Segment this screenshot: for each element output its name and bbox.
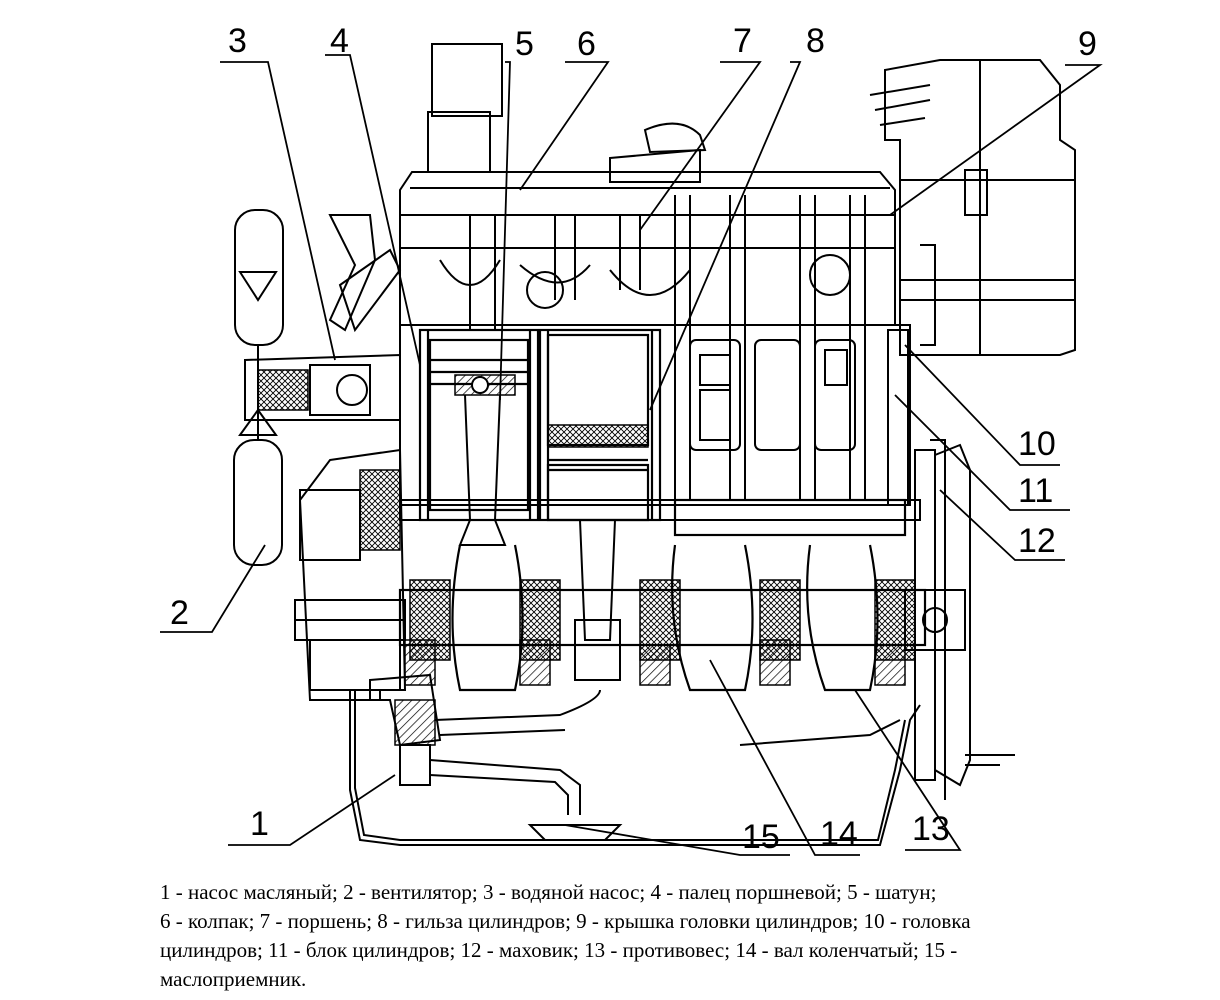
oil-sump [349, 689, 921, 846]
label-9: 9 [1078, 25, 1097, 63]
label-1: 1 [250, 805, 269, 843]
leader-lines [160, 54, 1103, 856]
label-14: 14 [820, 815, 858, 853]
caption-line-2: 6 - колпак; 7 - поршень; 8 - гильза цили… [160, 909, 971, 933]
callout-numbers: 3 4 5 6 7 8 9 10 11 12 2 1 13 14 15 [170, 22, 1097, 856]
fan [233, 209, 284, 566]
label-12: 12 [1018, 522, 1056, 560]
engine-diagram: 3 4 5 6 7 8 9 10 11 12 2 1 13 14 15 [160, 22, 1103, 856]
cylinder-head-cover [399, 43, 896, 216]
crankshaft [398, 498, 927, 692]
flywheel [904, 439, 1015, 800]
oil-pickup [429, 759, 623, 841]
label-11: 11 [1018, 472, 1053, 510]
label-4: 4 [330, 22, 349, 60]
caption-line-4: маслоприемник. [160, 967, 307, 991]
label-2: 2 [170, 594, 189, 632]
cylinder-head [399, 214, 896, 330]
air-cleaner [869, 59, 1076, 356]
front-cover [294, 448, 407, 701]
label-8: 8 [806, 22, 825, 60]
label-15: 15 [742, 818, 780, 856]
label-5: 5 [515, 25, 534, 63]
label-13: 13 [912, 810, 950, 848]
label-6: 6 [577, 25, 596, 63]
piston [428, 333, 650, 522]
label-3: 3 [228, 22, 247, 60]
push-rods [674, 195, 866, 500]
connecting-rod [458, 394, 621, 681]
label-7: 7 [733, 22, 752, 60]
caption-line-1: 1 - насос масляный; 2 - вентилятор; 3 - … [160, 880, 937, 904]
figure-caption: 1 - насос масляный; 2 - вентилятор; 3 - … [160, 878, 1170, 994]
piston-pin [454, 374, 516, 396]
water-pump [244, 214, 402, 421]
oil-pump [369, 673, 442, 786]
caption-line-3: цилиндров; 11 - блок цилиндров; 12 - мах… [160, 938, 958, 962]
label-10: 10 [1018, 425, 1056, 463]
